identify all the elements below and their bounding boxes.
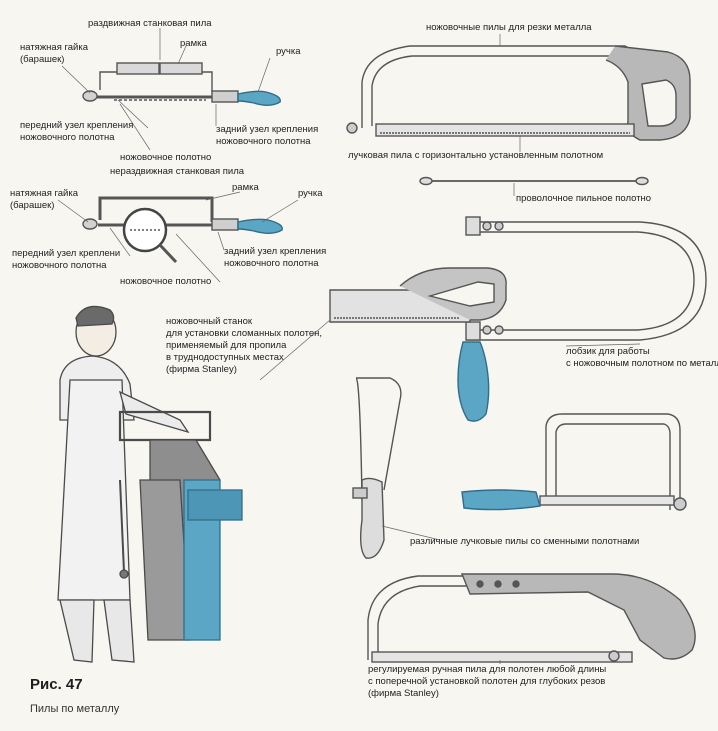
label-stanley-broken-line3: применяемый для пропила [166, 340, 287, 351]
label-stanley-broken-line1: ножовочный станок [166, 316, 253, 327]
label-bow-saw-horizontal: лучковая пила с горизонтально установлен… [348, 150, 604, 161]
broken-blade-saw-drawing [329, 267, 507, 323]
extendable-frame-saw-drawing [82, 62, 281, 106]
label-rear-mount-2-line2: ножовочного полотна [224, 258, 319, 269]
label-adjustable-line3: (фирма Stanley) [368, 688, 439, 699]
label-rear-mount-2-line1: задний узел крепления [224, 246, 327, 257]
label-handle-1: ручка [276, 46, 301, 57]
label-frame-2: рамка [232, 182, 259, 193]
label-front-mount-2-line2: ножовочного полотна [12, 260, 107, 271]
label-stanley-broken-line2: для установки сломанных полотен, [166, 328, 323, 339]
label-jigsaw-line2: с ножовочным полотном по металлу [566, 358, 718, 369]
label-bow-saws-replaceable: различные лучковые пилы со сменными поло… [410, 536, 640, 547]
worker-with-vise-drawing [57, 305, 243, 663]
label-wing-nut-2-line2: (барашек) [10, 200, 55, 211]
label-blade-2: ножовочное полотно [120, 276, 212, 287]
label-fixed-frame-saw: нераздвижная станковая пила [110, 166, 245, 177]
label-stanley-broken-line4: в труднодоступных местах [166, 352, 284, 363]
bow-saw-horizontal-drawing [346, 45, 691, 141]
figure-number: Рис. 47 [30, 676, 83, 693]
label-rear-mount-1-line1: задний узел крепления [216, 124, 319, 135]
label-stanley-broken-line5: (фирма Stanley) [166, 364, 237, 375]
label-wing-nut-1-line2: (барашек) [20, 54, 65, 65]
label-front-mount-2-line1: передний узел креплени [12, 248, 121, 259]
wire-blade-drawing [419, 176, 649, 186]
fixed-frame-saw-drawing [82, 196, 283, 264]
label-wing-nut-1: натяжная гайка(барашек) [20, 42, 88, 66]
label-handle-2: ручка [298, 188, 323, 199]
label-metal-hacksaws: ножовочные пилы для резки металла [426, 22, 592, 33]
label-adjustable-hacksaw: регулируемая ручная пила для полотен люб… [368, 664, 606, 700]
leader-lines [57, 28, 641, 664]
label-wing-nut-2-line1: натяжная гайка [10, 188, 78, 199]
label-frame-1: рамка [180, 38, 207, 49]
label-front-mount-1-line1: передний узел крепления [20, 120, 134, 131]
bow-saw-replaceable-drawing [461, 413, 687, 511]
label-extendable-frame-saw: раздвижная станковая пила [88, 18, 212, 29]
adjustable-hacksaw-drawing [367, 573, 696, 663]
figure-caption: Пилы по металлу [30, 703, 120, 715]
label-adjustable-line1: регулируемая ручная пила для полотен люб… [368, 664, 607, 675]
label-jigsaw-line1: лобзик для работы [566, 346, 650, 357]
small-bow-saw-drawing [352, 377, 402, 559]
label-rear-mount-1-line2: ножовочного полотна [216, 136, 311, 147]
label-stanley-broken-blade: ножовочный станок для установки сломанны… [166, 316, 322, 376]
label-wire-blade: проволочное пильное полотно [516, 193, 652, 204]
label-adjustable-line2: с поперечной установкой полотен для глуб… [368, 676, 606, 687]
label-blade-1: ножовочное полотно [120, 152, 212, 163]
label-front-mount-1-line2: ножовочного полотна [20, 132, 115, 143]
label-wing-nut-1-line1: натяжная гайка [20, 42, 88, 53]
label-wing-nut-2: натяжная гайка(барашек) [10, 188, 78, 212]
jigsaw-drawing [457, 216, 707, 422]
